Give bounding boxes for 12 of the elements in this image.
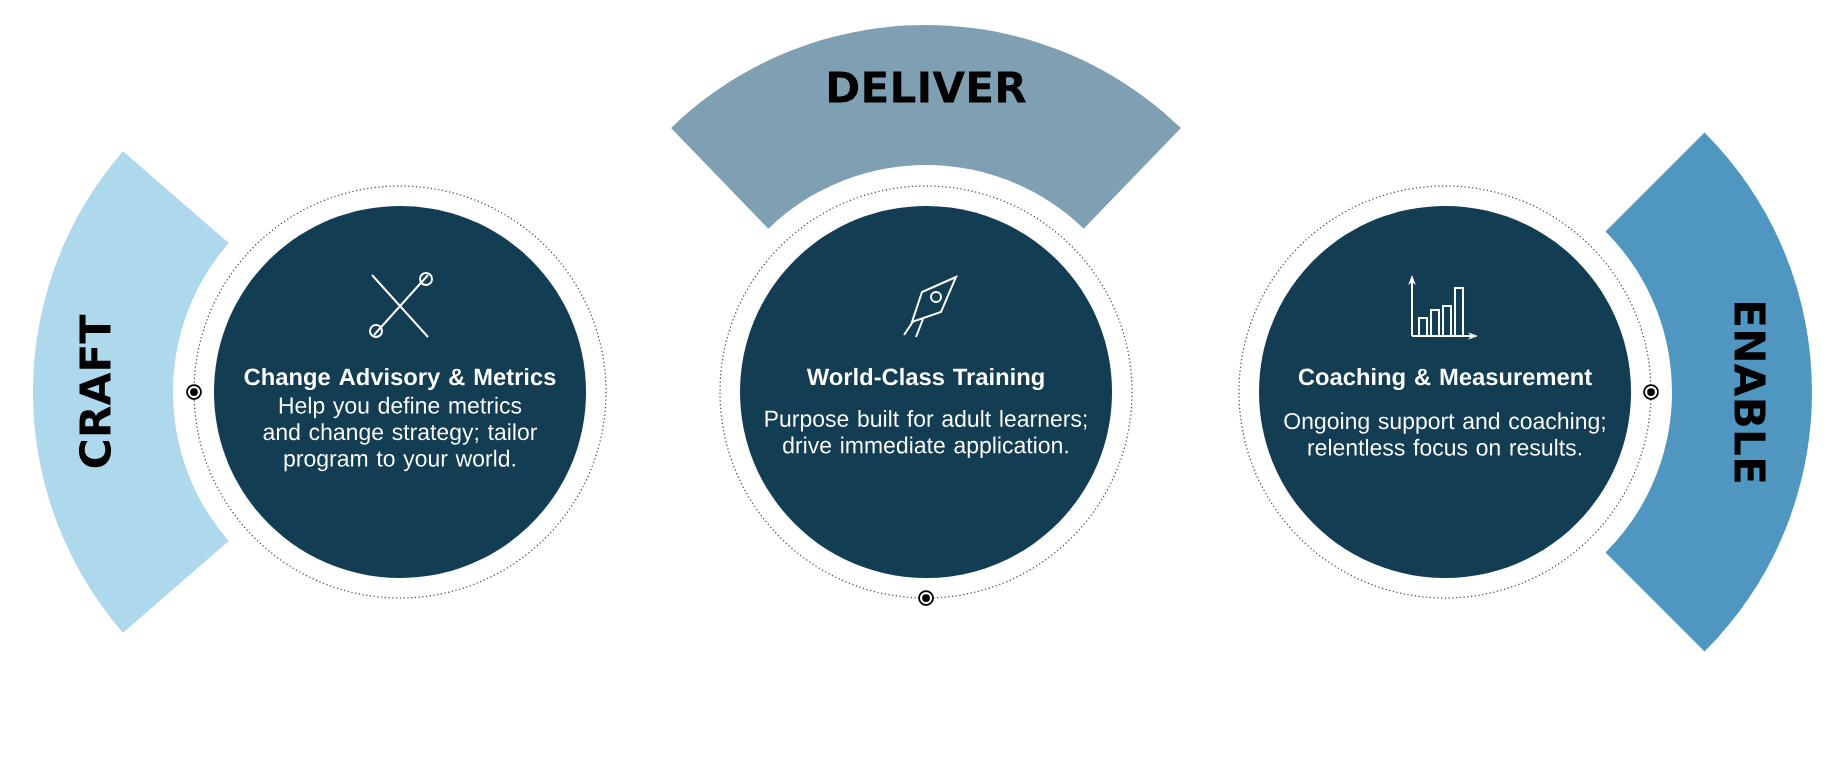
circle-heading: World-Class Training <box>806 367 1044 391</box>
circle-text: Help you define metrics and change strategy; tailor program to your world. <box>263 396 537 472</box>
circle-text: Purpose built for adult learners; drive immediate application. <box>765 410 1087 458</box>
band: DELIVER <box>671 25 1181 229</box>
circle-heading: Change Advisory & Metrics <box>244 367 556 391</box>
circle <box>214 206 586 578</box>
band: ENABLE <box>1605 132 1812 652</box>
circle <box>1259 206 1631 578</box>
circle-heading: Coaching & Measurement <box>1298 367 1592 391</box>
band: CRAFT <box>33 151 229 633</box>
circle <box>740 206 1112 578</box>
circle-text: Ongoing support and coaching; relentless focus on results. <box>1284 412 1605 456</box>
